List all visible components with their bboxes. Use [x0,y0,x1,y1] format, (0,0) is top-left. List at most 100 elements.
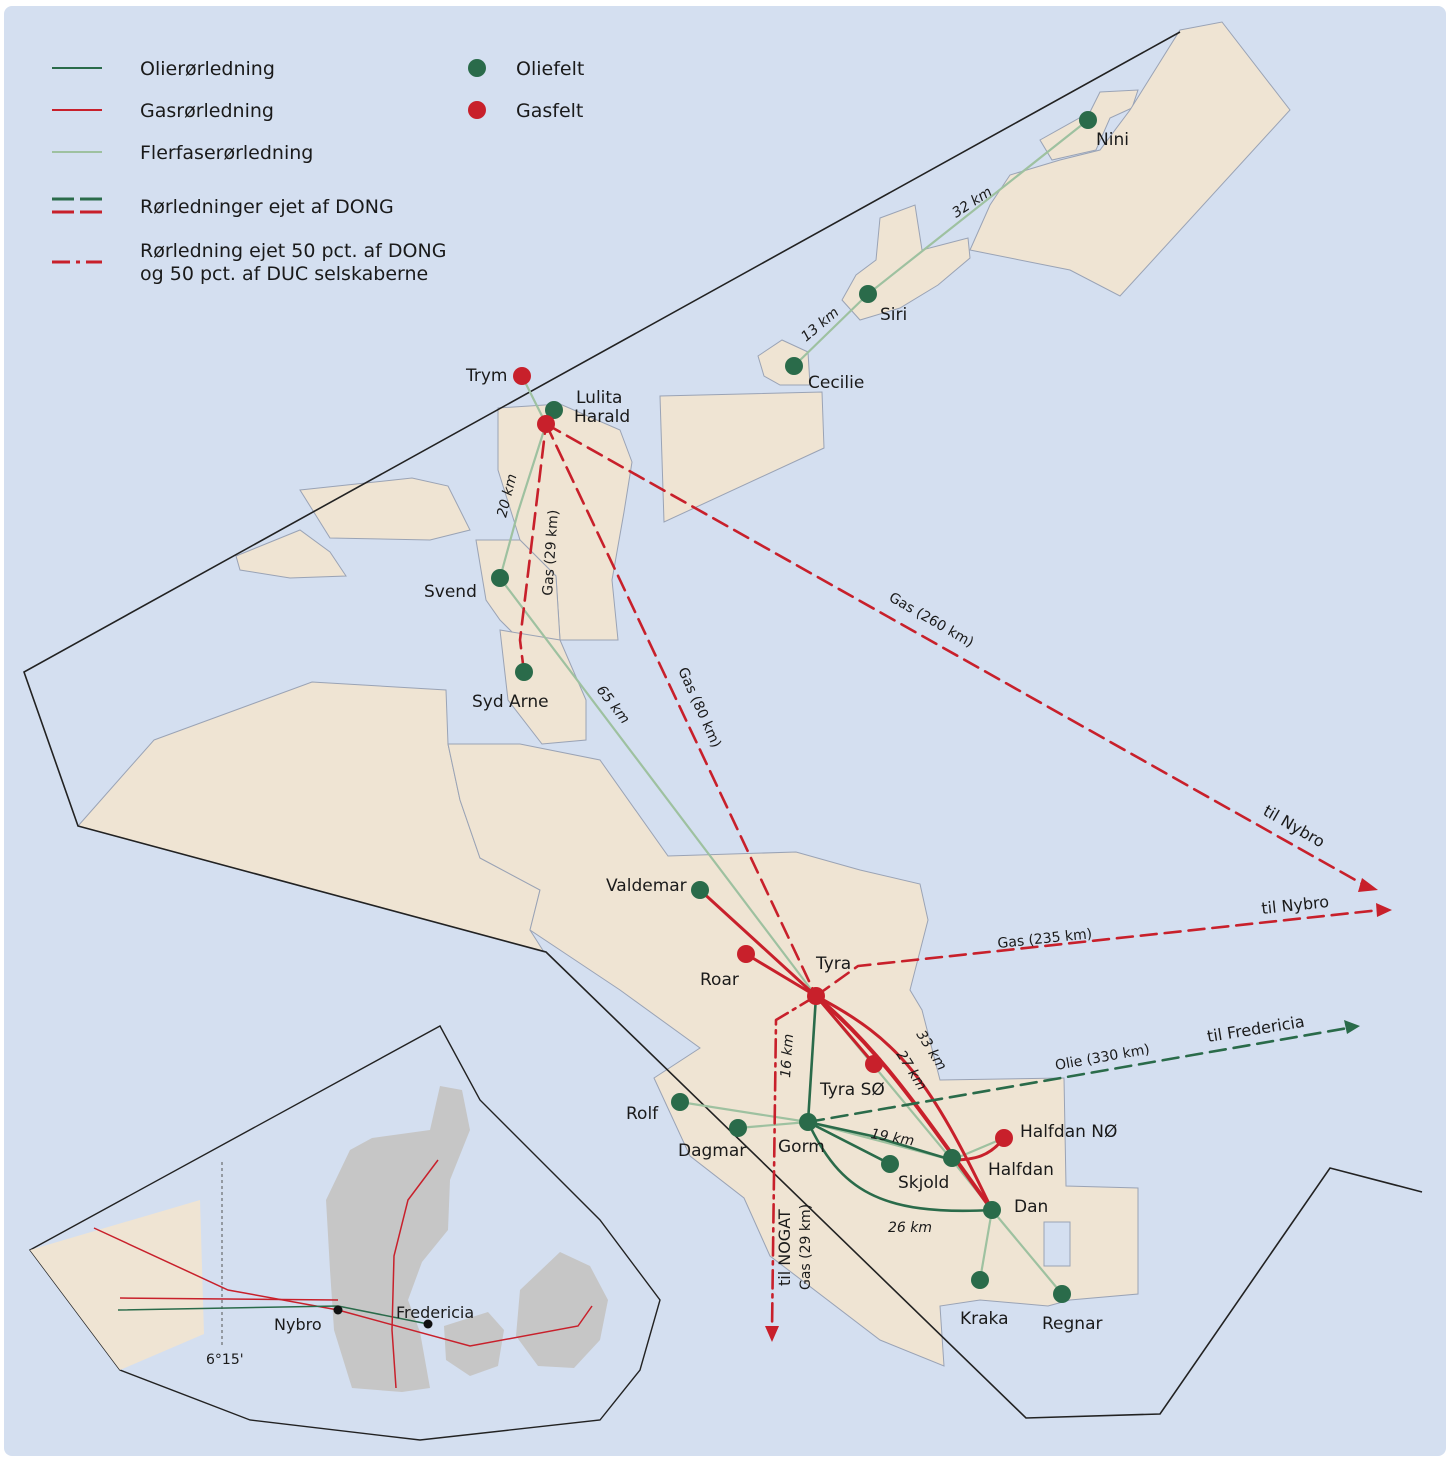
label-nini: Nini [1096,130,1129,150]
danish-sector-boundary [23,31,1423,1419]
inset-gas-line-main [119,1297,339,1301]
label-svend: Svend [424,582,477,602]
inset-gas-line-north [93,1227,339,1311]
field-tyra-so[interactable] [865,1055,883,1073]
licence-block-east [969,21,1291,297]
dist-gas-nogat: Gas (29 km) [798,1204,814,1290]
pipeline-gorm-dan-oil [806,1120,994,1213]
pipelines [498,118,1392,1342]
legend-swatch-gas-field [468,101,486,119]
licence-block-west-a [299,477,471,541]
field-lulita[interactable] [545,401,563,419]
pipeline-dagmar-gorm [736,1120,810,1130]
field-dan[interactable] [983,1201,1001,1219]
field-trym[interactable] [513,367,531,385]
dest-nybro-1: til Nybro [1260,801,1328,851]
label-skjold: Skjold [898,1173,949,1193]
field-halfdan-no[interactable] [995,1129,1013,1147]
field-gorm[interactable] [799,1113,817,1131]
pipeline-gorm-skjold-oil [806,1120,892,1166]
licence-block-siri-area [841,204,971,321]
legend-gas-pipeline: Gasrørledning [140,100,274,122]
legend-oil-field: Oliefelt [516,58,584,80]
inset-map: 6°15' Nybro Fredericia [28,1025,661,1441]
field-halfdan[interactable] [943,1149,961,1167]
label-dagmar: Dagmar [678,1141,746,1161]
field-svend[interactable] [491,569,509,587]
arrow-nybro-1 [1358,878,1378,892]
field-skjold[interactable] [881,1155,899,1173]
pipeline-harald-svend [498,422,548,580]
fields [491,111,1097,1303]
inset-nybro-point [333,1305,343,1315]
pipeline-tyra-dan-gas-2 [814,994,994,1212]
inset-north-sea-sector [30,1200,204,1370]
dist-tyra-gorm: 16 km [778,1033,797,1078]
label-tyra-so: Tyra SØ [819,1080,885,1100]
label-regnar: Regnar [1042,1314,1102,1334]
field-roar[interactable] [737,945,755,963]
label-halfdan: Halfdan [988,1160,1054,1180]
pipeline-svend-tyra [498,576,818,998]
label-rolf: Rolf [626,1104,659,1124]
field-regnar[interactable] [1053,1285,1071,1303]
pipeline-harald-nybro-gas [544,422,1368,888]
label-valdemar: Valdemar [606,876,687,896]
field-siri[interactable] [859,285,877,303]
dist-oil-gorm-fredericia: Olie (330 km) [1054,1042,1151,1074]
inset-gas-line-jutland-north [391,1159,439,1389]
label-trym: Trym [465,366,508,386]
dist-gas-tyra-nybro: Gas (235 km) [997,926,1093,952]
field-rolf[interactable] [671,1093,689,1111]
map-frame: Nini Siri Cecilie Trym Lulita Harald Sve… [4,6,1446,1456]
label-harald: Harald [574,407,630,427]
field-kraka[interactable] [971,1271,989,1289]
dest-nybro-2: til Nybro [1260,892,1329,918]
inset-zealand [516,1252,608,1368]
label-gorm: Gorm [778,1137,825,1157]
label-roar: Roar [700,970,739,990]
field-harald[interactable] [537,415,555,433]
label-siri: Siri [880,305,907,325]
pipeline-rolf-gorm [678,1100,810,1124]
inset-funen [444,1312,504,1376]
licence-block-syd-arne [499,629,587,745]
dist-gas-syd-arne: Gas (29 km) [540,509,562,596]
licence-block-harald [497,403,633,641]
pipeline-tyra-dan-gas-1 [814,994,994,1212]
pipeline-harald-tyra-gas [544,422,818,998]
legend-gas-field: Gasfelt [516,100,583,122]
field-cecilie[interactable] [785,357,803,375]
pipeline-tyrasoe-tyra [814,994,876,1066]
pipeline-map: Nini Siri Cecilie Trym Lulita Harald Sve… [23,21,1423,1441]
field-valdemar[interactable] [691,881,709,899]
licence-block-hole [1043,1221,1071,1267]
label-syd-arne: Syd Arne [472,692,549,712]
pipeline-tyra-nogat-gas [770,994,818,1332]
legend-oil-pipeline: Olierørledning [140,58,275,80]
label-kraka: Kraka [960,1309,1009,1329]
legend-multiphase-pipeline: Flerfaserørledning [140,142,313,164]
legend-dong-pipelines: Rørledninger ejet af DONG [140,196,394,218]
field-syd-arne[interactable] [515,663,533,681]
dist-gas-harald-tyra: Gas (80 km) [674,665,724,750]
inset-gas-line-east [337,1305,593,1347]
dest-nogat: til NOGAT [775,1209,794,1286]
licence-block-central-north [659,391,825,523]
dest-fredericia: til Fredericia [1206,1012,1306,1046]
field-dagmar[interactable] [729,1119,747,1137]
field-tyra[interactable] [807,987,825,1005]
arrow-fredericia [1344,1020,1360,1034]
inset-fredericia-point [423,1319,433,1329]
pipeline-roar-tyra [744,952,818,998]
pipeline-valdemar-tyra-gas [698,888,818,998]
arrow-nogat [765,1326,779,1342]
label-dan: Dan [1014,1197,1048,1217]
licence-block-west-b [235,529,347,579]
pipeline-syd-arne-harald-gas [518,422,548,674]
pipeline-dan-kraka [978,1208,994,1282]
inset-nybro-label: Nybro [274,1315,322,1334]
field-nini[interactable] [1079,111,1097,129]
legend-swatch-oil-field [468,59,486,77]
inset-longitude-label: 6°15' [206,1352,244,1368]
